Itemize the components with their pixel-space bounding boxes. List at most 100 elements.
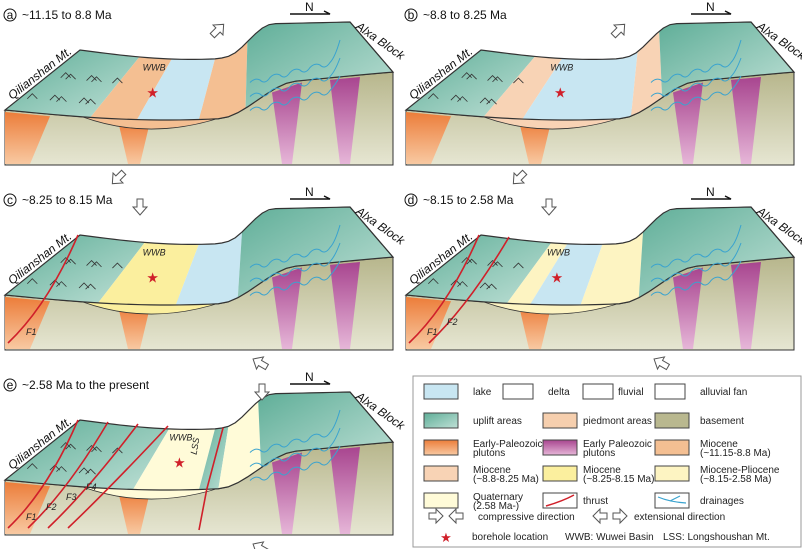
legend-swatch <box>654 465 690 482</box>
legend-label: WWB: Wuwei Basin <box>565 532 654 543</box>
legend-label: drainages <box>700 496 744 507</box>
uplift-relief-mark <box>112 77 123 84</box>
uplift-relief-mark <box>27 463 38 470</box>
legend-label: (~11.15-8.8 Ma) <box>700 448 771 459</box>
north-arrow-icon <box>691 195 732 200</box>
surface-mp <box>580 232 643 305</box>
extensional-arrow-icon <box>512 169 528 185</box>
thrust-fault <box>67 425 169 529</box>
fault-label: F3 <box>66 492 77 502</box>
surface-up <box>5 235 145 303</box>
uplift-relief-mark <box>91 261 102 268</box>
thrust-fault <box>408 234 480 344</box>
surface-up <box>659 22 794 98</box>
surface-mio3 <box>98 242 199 305</box>
panel-letter-circle <box>3 193 17 207</box>
thrust-icon <box>545 494 575 507</box>
uplift-relief-mark <box>85 283 96 290</box>
drainage <box>650 242 742 282</box>
uplift-relief-mark <box>56 96 67 102</box>
early-paleozoic-pluton-purple <box>330 261 360 349</box>
borehole-star-icon: ★ <box>551 269 564 285</box>
thrust-fault <box>47 423 139 529</box>
uplift-relief-mark <box>85 468 96 475</box>
uplift-relief-mark <box>513 77 524 84</box>
uplift-relief-mark <box>91 76 102 83</box>
surface-up <box>258 392 393 468</box>
uplift-relief-mark <box>56 466 67 472</box>
legend-label: (~8.15-2.58 Ma) <box>700 474 771 485</box>
uplift-relief-mark <box>428 278 439 285</box>
surface-lake <box>522 51 638 120</box>
legend-label: Miocene-Pliocene <box>700 465 780 476</box>
legend-label: (~8.8-8.25 Ma) <box>473 474 539 485</box>
fault-label: F2 <box>46 502 57 512</box>
legend-label: thrust <box>583 496 608 507</box>
drainage <box>650 39 742 83</box>
drainage <box>650 57 742 97</box>
lss-label: LSS <box>189 437 202 455</box>
compressive-arrow-icon <box>653 356 671 371</box>
early-paleozoic-pluton-orange <box>519 305 551 349</box>
legend-label: (2.58 Ma-) <box>473 501 519 512</box>
uplift-relief-mark <box>91 446 102 453</box>
legend-label: plutons <box>473 448 505 459</box>
drainage <box>249 75 341 111</box>
panel-letter: c <box>7 193 13 207</box>
extensional-arrow-icon <box>612 507 628 525</box>
uplift-relief-mark <box>85 98 96 105</box>
surface-mp <box>506 242 568 305</box>
north-arrow-icon <box>290 195 331 200</box>
surface-q <box>133 428 215 490</box>
block-outline <box>3 21 395 121</box>
drainage <box>650 260 742 296</box>
uplift-relief-mark <box>27 278 38 285</box>
uplift-relief-mark <box>450 94 462 101</box>
wwb-label: WWB <box>143 247 166 257</box>
legend-box <box>412 375 802 548</box>
legend-swatch <box>502 383 534 400</box>
wwb-label: WWB <box>143 62 166 72</box>
wwb-label: WWB <box>547 247 570 257</box>
north-arrow-icon <box>290 10 331 15</box>
thrust-fault <box>7 419 79 529</box>
legend-label: delta <box>548 387 570 398</box>
surface-lake <box>530 243 603 305</box>
wwb-label: WWB <box>169 433 192 443</box>
drainage <box>249 427 341 467</box>
uplift-relief-mark <box>65 258 76 265</box>
legend-swatch <box>423 465 459 482</box>
legend-label: borehole location <box>472 532 548 543</box>
legend-label: lake <box>473 387 492 398</box>
legend-swatch <box>654 412 690 429</box>
legend-swatch <box>654 383 686 400</box>
panel-title: ~2.58 Ma to the present <box>22 378 150 392</box>
surface-mio2 <box>631 31 663 117</box>
early-paleozoic-pluton-purple <box>731 76 761 164</box>
compressive-arrow-icon <box>428 507 444 525</box>
fault-label: F1 <box>26 512 37 522</box>
panel-letter-circle <box>404 193 418 207</box>
drainage <box>249 409 341 453</box>
uplift-relief-mark <box>457 96 468 102</box>
legend-label: compressive direction <box>478 512 575 523</box>
uplift-relief-mark <box>49 94 61 101</box>
legend-label: Early-Paleozoic <box>473 439 542 450</box>
panel-title: ~11.15 to 8.8 Ma <box>22 8 112 22</box>
north-label: N <box>706 0 715 14</box>
fault-label: F2 <box>447 317 458 327</box>
legend-swatch <box>582 383 614 400</box>
legend-label: Miocene <box>583 465 621 476</box>
fault-label: F1 <box>427 327 438 337</box>
fault-label: F4 <box>86 482 97 492</box>
panel-letter-circle <box>404 8 418 22</box>
drainage <box>650 75 742 111</box>
surface-lake <box>136 58 215 120</box>
uplift-relief-mark <box>78 467 90 474</box>
north-label: N <box>305 370 314 384</box>
